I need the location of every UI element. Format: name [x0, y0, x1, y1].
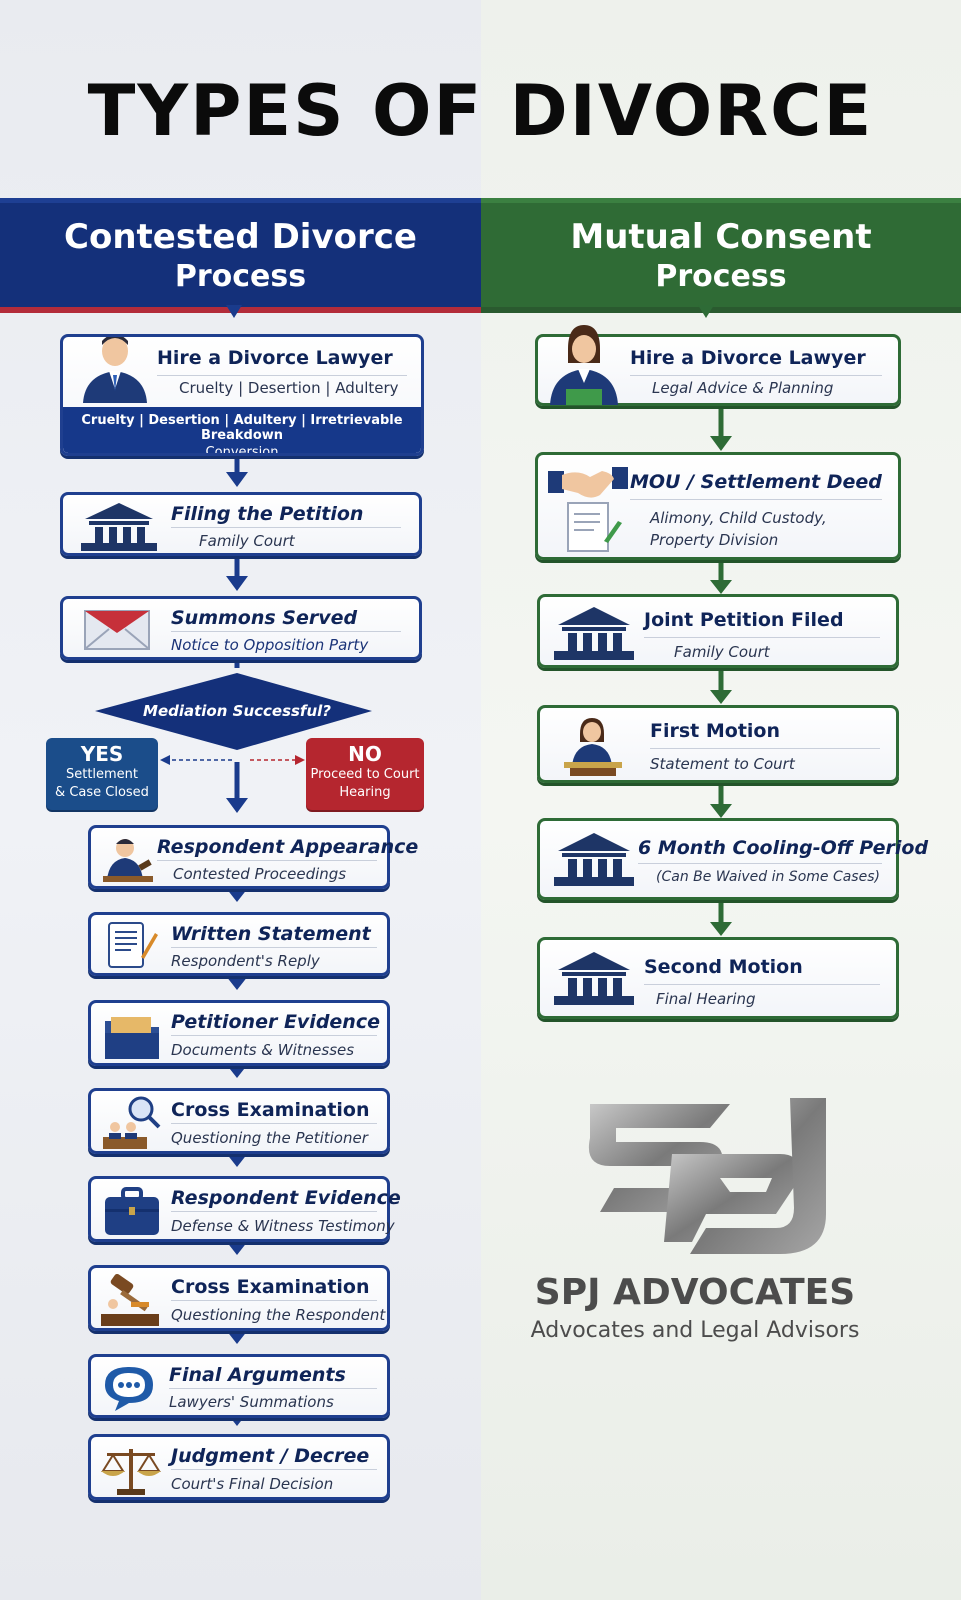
step-subtitle: Contested Proceedings [173, 865, 347, 883]
no-line2: Hearing [339, 785, 391, 800]
mutual-step-subtitle-line2: Property Division [650, 531, 779, 549]
step-title: Petitioner Evidence [171, 1011, 380, 1033]
speech-bubble-icon [105, 1367, 153, 1411]
filing-subtitle: Family Court [199, 532, 295, 550]
contested-step-card: Respondent Appearance Contested Proceedi… [88, 825, 418, 889]
mutual-step-card: Joint Petition Filed Family Court [537, 594, 899, 668]
step-title: Judgment / Decree [171, 1445, 370, 1467]
no-line1: Proceed to Court [310, 767, 420, 782]
step-title: Written Statement [171, 923, 371, 945]
step-title: Respondent Evidence [171, 1187, 401, 1209]
yes-settlement-box: YES Settlement & Case Closed [46, 738, 158, 810]
summons-card: Summons Served Notice to Opposition Part… [60, 596, 422, 660]
handshake-document-icon [548, 467, 628, 552]
document-pen-icon [108, 922, 158, 968]
step-subtitle: Questioning the Respondent [171, 1306, 386, 1324]
mutual-step-subtitle: (Can Be Waived in Some Cases) [656, 869, 880, 885]
no-court-box: NO Proceed to Court Hearing [306, 738, 424, 810]
mutual-header-line2: Process [655, 259, 787, 294]
no-label: NO [348, 742, 382, 766]
briefcase-icon [105, 1187, 159, 1235]
speaker-at-podium-icon [564, 718, 622, 776]
step-title: Respondent Appearance [157, 836, 419, 858]
step-subtitle: Court's Final Decision [171, 1475, 334, 1493]
filing-title: Filing the Petition [171, 503, 364, 525]
courthouse-icon [554, 833, 634, 886]
mutual-step-card: MOU / Settlement Deed Alimony, Child Cus… [535, 452, 901, 560]
firm-tagline: Advocates and Legal Advisors [530, 1318, 860, 1343]
mutual-step-subtitle: Alimony, Child Custody, [650, 509, 827, 527]
contested-header-line2: Process [174, 259, 307, 294]
mutual-step-card: First Motion Statement to Court [537, 705, 899, 783]
step-title: Cross Examination [171, 1276, 370, 1298]
lawyer-icon [83, 337, 147, 403]
contested-step-card: Cross Examination Questioning the Petiti… [88, 1088, 390, 1154]
mutual-step-subtitle: Family Court [674, 643, 770, 661]
scales-of-justice-icon [101, 1449, 161, 1495]
contested-header-line1: Contested Divorce [64, 217, 417, 257]
step-subtitle: Documents & Witnesses [171, 1041, 355, 1059]
mutual-step-card: Hire a Divorce Lawyer Legal Advice & Pla… [535, 325, 901, 406]
mutual-step-title: 6 Month Cooling-Off Period [638, 837, 929, 859]
page-title: TYPES OF DIVORCE [87, 70, 874, 152]
yes-line1: Settlement [65, 767, 139, 782]
contested-step-card: Final Arguments Lawyers' Summations [88, 1354, 390, 1418]
courthouse-icon [554, 952, 634, 1005]
mediation-question: Mediation Successful? [143, 702, 331, 720]
contested-grounds-bar: Cruelty | Desertion | Adultery | Irretri… [63, 407, 421, 453]
contested-hire-title: Hire a Divorce Lawyer [157, 347, 393, 369]
contested-step-card: Written Statement Respondent's Reply [88, 912, 390, 976]
summons-subtitle: Notice to Opposition Party [171, 636, 369, 654]
mutual-header-line1: Mutual Consent [570, 217, 872, 257]
magnifier-witness-icon [103, 1096, 161, 1149]
mutual-step-subtitle: Final Hearing [656, 990, 756, 1008]
mutual-step-subtitle: Statement to Court [650, 755, 795, 773]
step-subtitle: Questioning the Petitioner [171, 1129, 368, 1147]
courthouse-icon [554, 607, 634, 660]
courthouse-icon [81, 503, 157, 551]
female-lawyer-icon [550, 325, 618, 405]
respondent-icon [103, 839, 153, 882]
contested-grounds-line1: Cruelty | Desertion | Adultery | Irretri… [81, 413, 403, 443]
step-subtitle: Respondent's Reply [171, 952, 320, 970]
mutual-step-title: Hire a Divorce Lawyer [630, 347, 866, 369]
mutual-step-title: Second Motion [644, 956, 803, 978]
mutual-step-card: Second Motion Final Hearing [537, 937, 899, 1019]
contested-step-card: Judgment / Decree Court's Final Decision [88, 1434, 390, 1500]
mutual-step-title: MOU / Settlement Deed [630, 471, 882, 493]
filing-petition-card: Filing the Petition Family Court [60, 492, 422, 556]
firm-name: SPJ ADVOCATES [534, 1272, 856, 1313]
summons-title: Summons Served [171, 607, 358, 629]
mutual-step-title: Joint Petition Filed [644, 609, 844, 631]
yes-line2: & Case Closed [55, 785, 149, 800]
mutual-step-title: First Motion [650, 720, 781, 742]
mutual-step-card: 6 Month Cooling-Off Period (Can Be Waive… [537, 818, 928, 900]
mutual-step-subtitle: Legal Advice & Planning [652, 379, 834, 397]
envelope-icon [84, 610, 150, 650]
spj-logo-mark [588, 1098, 826, 1254]
contested-step-card: Cross Examination Questioning the Respon… [88, 1265, 390, 1331]
gavel-icon [101, 1273, 159, 1326]
contested-header: Contested Divorce Process [0, 198, 481, 313]
step-title: Final Arguments [169, 1364, 346, 1386]
yes-label: YES [80, 742, 124, 766]
folder-icon [105, 1017, 159, 1059]
step-subtitle: Lawyers' Summations [169, 1393, 334, 1411]
contested-step-card: Respondent Evidence Defense & Witness Te… [88, 1176, 401, 1242]
mediation-decision-diamond [95, 673, 372, 750]
contested-hire-lawyer-card: Hire a Divorce Lawyer Cruelty | Desertio… [60, 334, 424, 456]
mutual-header: Mutual Consent Process [481, 198, 961, 313]
contested-step-card: Petitioner Evidence Documents & Witnesse… [88, 1000, 390, 1066]
contested-grounds-line2: Conversion [205, 445, 279, 456]
step-title: Cross Examination [171, 1099, 370, 1121]
step-subtitle: Defense & Witness Testimony [171, 1217, 395, 1235]
contested-hire-subtitle: Cruelty | Desertion | Adultery [179, 379, 399, 397]
